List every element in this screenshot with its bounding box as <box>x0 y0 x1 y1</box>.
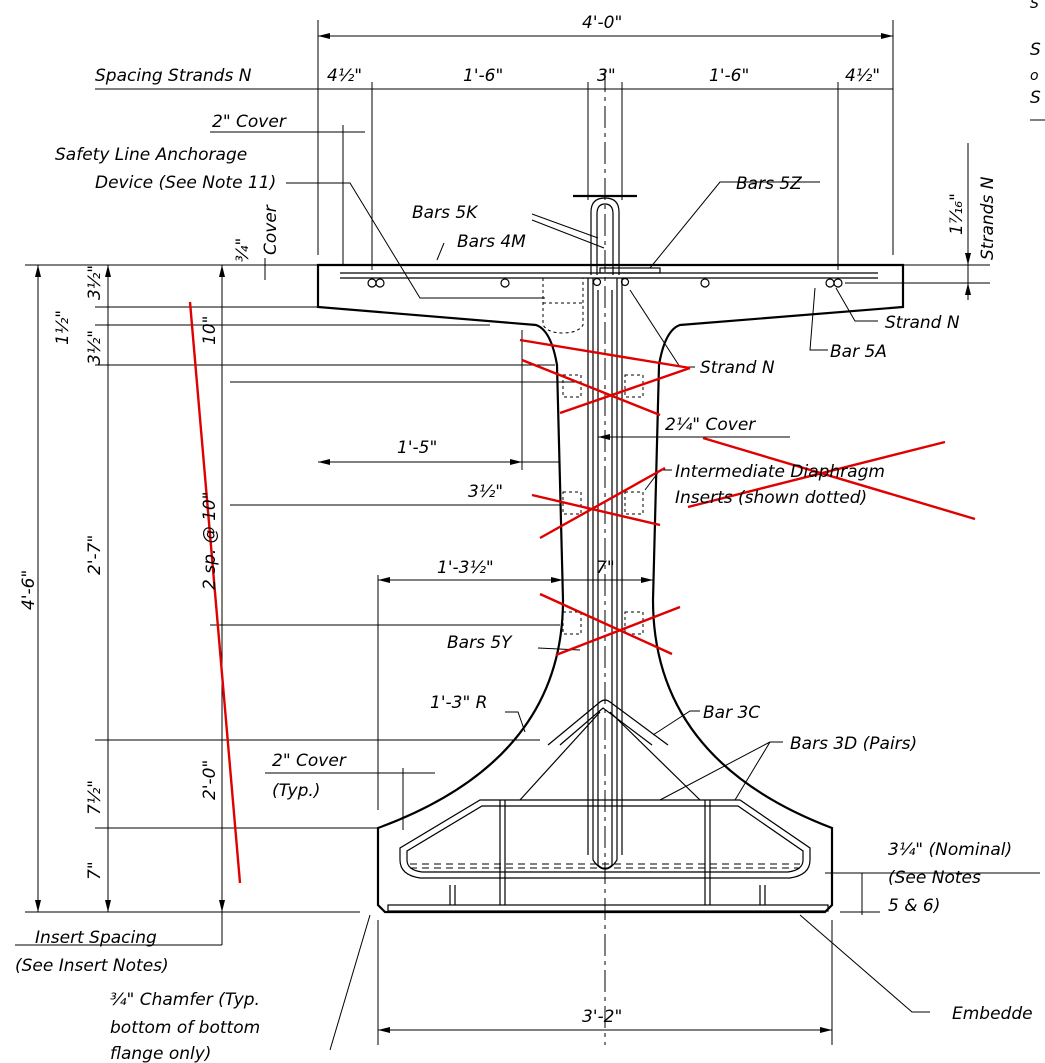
margin-text-s2: S <box>1030 88 1041 108</box>
reinforcement <box>340 194 878 912</box>
label-spacing-strands: Spacing Strands N <box>95 66 252 86</box>
dim-spacing-e: 4½" <box>845 66 880 86</box>
dim-spacing-c: 3" <box>597 66 616 86</box>
label-cover-214: 2¼" Cover <box>665 415 756 435</box>
dim-bottom-width: 3'-2" <box>582 1007 622 1027</box>
dim-insert-spacing: 2 sp. @ 10" <box>200 491 220 590</box>
dim-web-width: 7" <box>596 558 615 578</box>
dim-top-flange-depth: 3½" <box>85 265 105 300</box>
label-nominal-2: (See Notes <box>888 868 981 888</box>
label-bars-5z: Bars 5Z <box>736 174 802 194</box>
label-chamfer-2: bottom of bottom <box>110 1018 260 1038</box>
label-insert-spacing-1: Insert Spacing <box>35 928 157 948</box>
label-safety-line-1: Safety Line Anchorage <box>55 145 247 165</box>
dim-web-offset: 3½" <box>468 482 503 502</box>
label-cover-typ-2: (Typ.) <box>272 781 320 801</box>
label-intermediate-2: Inserts (shown dotted) <box>675 488 867 508</box>
dim-overall-height: 4'-6" <box>19 570 39 610</box>
dim-fillet-radius: 1'-3" R <box>430 693 487 713</box>
label-bars-3d: Bars 3D (Pairs) <box>790 734 917 754</box>
label-nominal-3: 5 & 6) <box>888 896 940 916</box>
margin-text-o: o <box>1030 68 1039 84</box>
margin-text-s1: S <box>1030 40 1041 60</box>
label-bar-3c: Bar 3C <box>703 703 760 723</box>
label-cover-typ-1: 2" Cover <box>272 751 347 771</box>
dim-flange-to-insert: 10" <box>200 316 220 345</box>
label-bar-5a: Bar 5A <box>830 342 887 362</box>
red-strike-marks <box>188 301 976 884</box>
dim-insert-to-bottom: 2'-0" <box>200 760 220 800</box>
dim-top-taper-b: 3½" <box>85 330 105 365</box>
label-cover-word: Cover <box>261 204 281 255</box>
dim-half-bottom-flange: 1'-3½" <box>437 558 494 578</box>
label-strand-n-web: Strand N <box>700 358 775 378</box>
label-bars-4m: Bars 4M <box>457 232 526 252</box>
label-bars-5y: Bars 5Y <box>447 633 513 653</box>
arrowheads <box>35 33 971 1033</box>
labels: Spacing Strands N 2" Cover Safety Line A… <box>15 0 1041 1063</box>
dimension-lines <box>15 20 1045 1051</box>
dim-half-top-flange: 1'-5" <box>397 438 437 458</box>
label-cover-2in: 2" Cover <box>212 112 287 132</box>
dim-fillet-depth: 7½" <box>85 780 105 815</box>
dim-top-taper-a: 1½" <box>53 310 73 345</box>
dimension-texts: 4'-0" 4½" 1'-6" 3" 1'-6" 4½" 1'-5" 3½" 1… <box>19 13 967 1027</box>
dim-web-height: 2'-7" <box>85 535 105 575</box>
margin-text-top: S <box>1030 0 1039 12</box>
label-insert-spacing-2: (See Insert Notes) <box>15 956 169 976</box>
label-bars-5k: Bars 5K <box>412 203 479 223</box>
label-intermediate-1: Intermediate Diaphragm <box>675 462 885 482</box>
dim-strand-offset: 1⁷⁄₁₆" <box>947 193 967 235</box>
dim-bottom-flange-depth: 7" <box>85 861 105 880</box>
dim-spacing-a: 4½" <box>327 66 362 86</box>
label-cover-34: ¾" <box>233 238 253 262</box>
dim-spacing-b: 1'-6" <box>463 66 503 86</box>
label-safety-line-2: Device (See Note 11) <box>95 173 276 193</box>
label-strands-vert: Strands N <box>978 176 998 260</box>
label-nominal-1: 3¼" (Nominal) <box>888 840 1012 860</box>
beam-outline <box>316 263 905 914</box>
label-embedded: Embedde <box>952 1004 1033 1024</box>
dim-spacing-d: 1'-6" <box>709 66 749 86</box>
label-chamfer-1: ¾" Chamfer (Typ. <box>110 990 260 1010</box>
label-chamfer-3: flange only) <box>110 1044 211 1063</box>
dim-top-width: 4'-0" <box>582 13 622 33</box>
label-strand-n-right: Strand N <box>885 313 960 333</box>
